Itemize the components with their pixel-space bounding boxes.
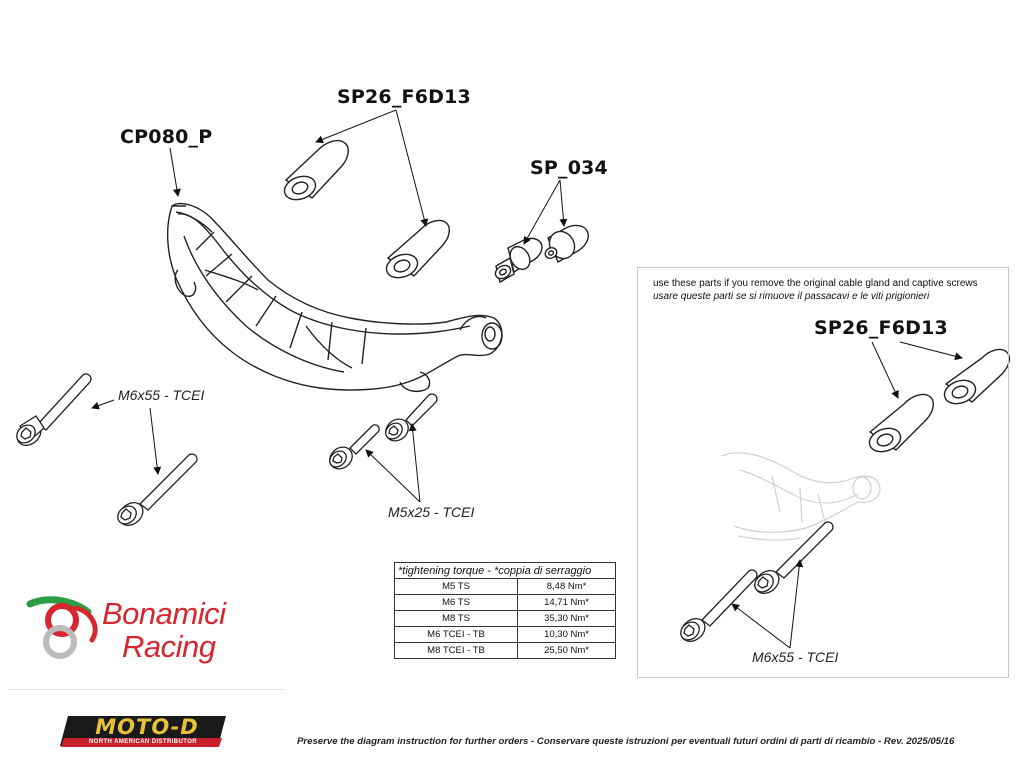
fastener-cell: M5 TS	[393, 578, 519, 595]
inset-spacer-sp26-a	[868, 393, 934, 453]
screw-m6x55-a	[16, 373, 92, 446]
spacer-sp26-a	[283, 139, 349, 201]
brand-line1: Bonamici	[102, 596, 226, 631]
fastener-cell: M6 TS	[393, 594, 519, 611]
screw-m5x25-b	[385, 393, 438, 442]
inset-note-it: usare queste parti se si rimuove il pass…	[653, 291, 930, 302]
label-sp26-inset: SP26_F6D13	[814, 317, 948, 339]
inset-screw-m6x55-b	[754, 521, 834, 594]
screw-m5x25-a	[329, 424, 380, 470]
label-m6x55-main: M6x55 - TCEI	[118, 387, 205, 403]
torque-cell: 8,48 Nm*	[517, 578, 616, 595]
fastener-cell: M8 TCEI - TB	[393, 642, 519, 659]
moto-d-tagline: NORTH AMERICAN DISTRIBUTOR	[88, 739, 198, 745]
inset-screw-m6x55-a	[680, 569, 758, 642]
fastener-cell: M8 TS	[393, 610, 519, 627]
torque-cell: 25,50 Nm*	[517, 642, 616, 659]
label-sp034: SP_034	[530, 157, 608, 179]
leader-lines	[91, 109, 568, 503]
divider	[8, 689, 286, 690]
moto-d-badge	[60, 716, 226, 747]
label-cp080: CP080_P	[120, 126, 213, 148]
fastener-cell: M6 TCEI - TB	[393, 626, 519, 643]
spacer-sp26-b	[385, 219, 450, 279]
inset-note-en: use these parts if you remove the origin…	[653, 278, 978, 289]
screw-m6x55-b	[117, 453, 198, 526]
torque-cell: 10,30 Nm*	[517, 626, 616, 643]
alternative-parts-inset	[637, 267, 1009, 678]
inset-bracket-ghost	[721, 452, 881, 541]
bracket-cp080	[167, 202, 503, 393]
label-m6x55-inset: M6x55 - TCEI	[752, 649, 839, 665]
bonamici-logo-mark	[26, 596, 98, 659]
spacer-sp034-b	[544, 224, 589, 263]
inset-spacer-sp26-b	[943, 348, 1011, 405]
label-m5x25: M5x25 - TCEI	[388, 504, 475, 520]
torque-table: *tightening torque - *coppia di serraggi…	[393, 562, 616, 659]
torque-cell: 14,71 Nm*	[517, 594, 616, 611]
inset-leader-lines	[731, 341, 963, 649]
spacer-sp034-a	[494, 237, 543, 284]
torque-cell: 35,30 Nm*	[517, 610, 616, 627]
torque-table-header: *tightening torque - *coppia di serraggi…	[394, 562, 616, 579]
footer-note: Preserve the diagram instruction for fur…	[297, 736, 955, 747]
moto-d-name: MOTO-D	[95, 715, 199, 739]
brand-line2: Racing	[122, 629, 216, 664]
label-sp26-main: SP26_F6D13	[337, 86, 471, 108]
